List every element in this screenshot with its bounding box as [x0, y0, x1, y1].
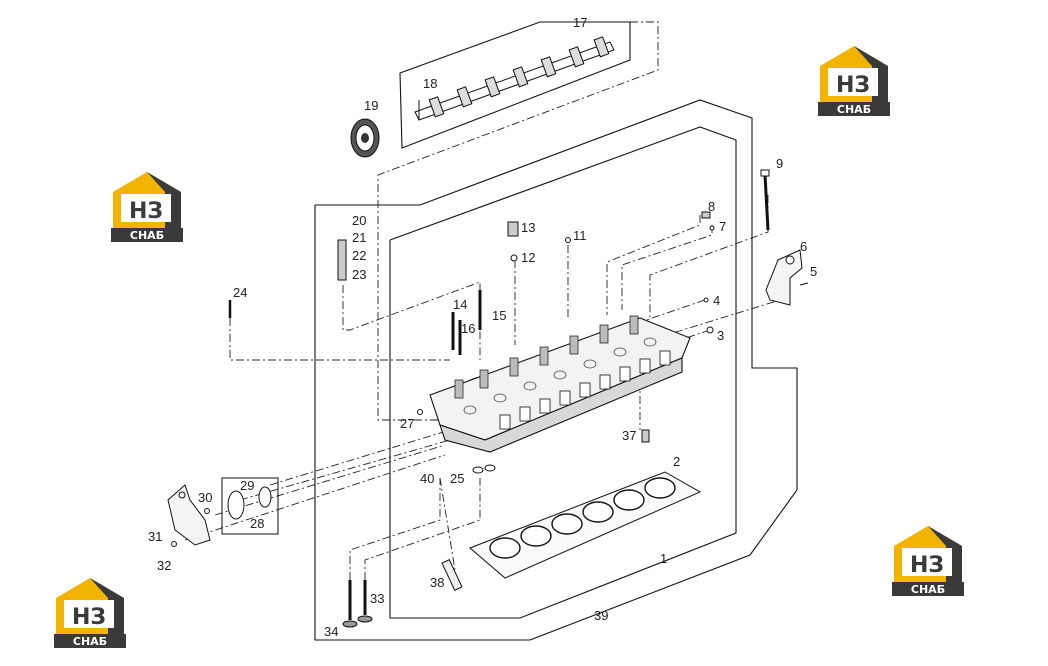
callout-32: 32 — [157, 558, 171, 573]
head-gasket — [469, 471, 702, 579]
callout-23: 23 — [352, 267, 366, 282]
callout-17: 17 — [573, 15, 587, 30]
brand-logo-top-right: НЗ СНАБ — [816, 44, 892, 116]
logo-letters: НЗ — [72, 605, 106, 630]
callout-29: 29 — [240, 478, 254, 493]
bracket-31 — [167, 484, 211, 546]
callout-8: 8 — [708, 199, 715, 214]
small-parts — [167, 169, 809, 628]
callout-13: 13 — [521, 220, 535, 235]
logo-word: СНАБ — [130, 229, 164, 242]
logo-mark: НЗ СНАБ — [818, 46, 890, 116]
callout-18: 18 — [423, 76, 437, 91]
callout-7: 7 — [719, 219, 726, 234]
callout-39: 39 — [594, 608, 608, 623]
logo-letters: НЗ — [910, 553, 944, 578]
callout-14: 14 — [453, 297, 467, 312]
callout-40: 40 — [420, 471, 434, 486]
cam-gear — [350, 118, 380, 158]
logo-mark: НЗ СНАБ — [54, 578, 126, 648]
outline-1 — [389, 126, 737, 619]
callout-1: 1 — [660, 551, 667, 566]
callout-4: 4 — [713, 293, 720, 308]
outline-39 — [314, 99, 798, 641]
callout-27: 27 — [400, 416, 414, 431]
sleeve-28 — [221, 477, 279, 535]
callout-22: 22 — [352, 248, 366, 263]
callout-20: 20 — [352, 213, 366, 228]
callout-33: 33 — [370, 591, 384, 606]
callout-19: 19 — [364, 98, 378, 113]
brand-logo-left: НЗ СНАБ — [109, 170, 185, 242]
callout-3: 3 — [717, 328, 724, 343]
assembly-outlines — [314, 21, 798, 641]
outline-17 — [399, 21, 631, 149]
callout-labels: 17 18 19 9 8 7 11 13 12 20 21 22 23 6 5 … — [148, 15, 817, 639]
brand-logo-bottom-right: НЗ СНАБ — [890, 524, 966, 596]
logo-mark: НЗ СНАБ — [892, 526, 964, 596]
callout-16: 16 — [461, 321, 475, 336]
callout-38: 38 — [430, 575, 444, 590]
callout-25: 25 — [450, 471, 464, 486]
callout-5: 5 — [810, 264, 817, 279]
callout-21: 21 — [352, 230, 366, 245]
callout-31: 31 — [148, 529, 162, 544]
callout-15: 15 — [492, 308, 506, 323]
logo-word: СНАБ — [73, 635, 107, 648]
callout-28: 28 — [250, 516, 264, 531]
callout-2: 2 — [673, 454, 680, 469]
brand-logo-bottom-left: НЗ СНАБ — [52, 576, 128, 648]
bolt-9 — [763, 174, 770, 231]
logo-letters: НЗ — [129, 199, 163, 224]
camshaft — [414, 36, 615, 121]
callout-11: 11 — [573, 228, 587, 243]
callout-37: 37 — [622, 428, 636, 443]
callout-12: 12 — [521, 250, 535, 265]
logo-word: СНАБ — [911, 583, 945, 596]
logo-word: СНАБ — [837, 103, 871, 116]
logo-mark: НЗ СНАБ — [111, 172, 183, 242]
bracket-6 — [765, 249, 803, 306]
callout-30: 30 — [198, 490, 212, 505]
cylinder-head — [429, 315, 691, 453]
callout-9: 9 — [776, 156, 783, 171]
seal-38 — [441, 559, 463, 591]
callout-6: 6 — [800, 239, 807, 254]
logo-letters: НЗ — [836, 73, 870, 98]
callout-24: 24 — [233, 285, 247, 300]
callout-34: 34 — [324, 624, 338, 639]
